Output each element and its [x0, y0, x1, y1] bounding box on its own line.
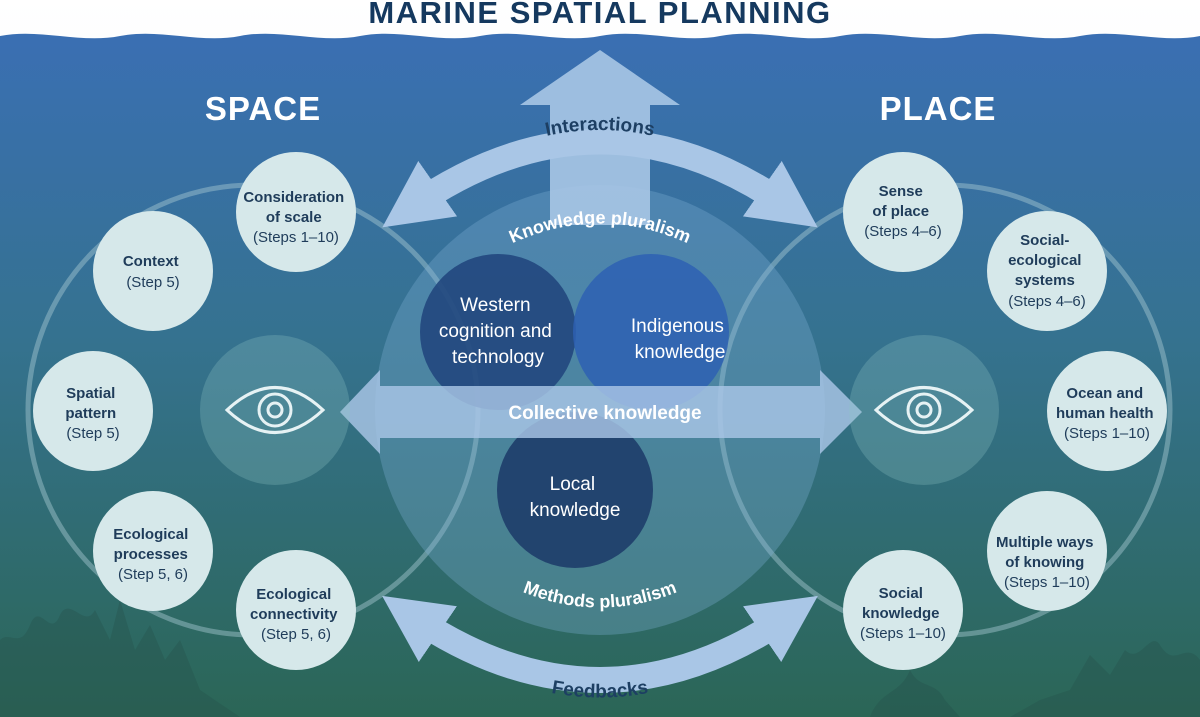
node-spatial-pattern: Spatial pattern (Step 5) [33, 351, 153, 471]
node-multiple-ways-of-knowing: Multiple ways of knowing (Steps 1–10) [987, 491, 1107, 611]
svg-text:Spatial pattern (S: Spatial pattern (Step 5) [65, 385, 120, 442]
place-eye-circle [849, 335, 999, 485]
eye-icon [873, 386, 975, 434]
svg-text:Sense of place (St: Sense of place (Steps 4–6) [864, 183, 942, 240]
feedbacks-arrow [382, 595, 818, 693]
node-context: Context (Step 5) [93, 211, 213, 331]
space-eye-circle [200, 335, 350, 485]
place-heading: PLACE [880, 90, 997, 127]
venn-western-label: Western cognition and technology [439, 295, 557, 368]
collective-arrow [340, 370, 862, 454]
interactions-arrow [382, 128, 818, 228]
node-ecological-processes: Ecological processes (Step 5, 6) [93, 491, 213, 611]
space-heading: SPACE [205, 90, 321, 127]
node-social-knowledge: Social knowledge (Steps 1–10) [843, 550, 963, 670]
page-title: MARINE SPATIAL PLANNING [368, 0, 831, 30]
venn-local [497, 412, 653, 568]
svg-text:Ocean and human health: Ocean and human health (Steps 1–10) [1056, 385, 1158, 442]
venn-local-label: Local knowledge [530, 474, 621, 521]
eye-icon [224, 386, 326, 434]
svg-text:Multiple ways of knowing: Multiple ways of knowing (Steps 1–10) [996, 534, 1098, 591]
collective-knowledge-label: Collective knowledge [508, 403, 701, 424]
svg-text:Ecological processes: Ecological processes (Step 5, 6) [113, 526, 192, 583]
venn-western [420, 254, 576, 410]
node-consideration-of-scale: Consideration of scale (Steps 1–10) [236, 152, 356, 272]
node-ecological-connectivity: Ecological connectivity (Step 5, 6) [236, 550, 356, 670]
node-social-ecological-systems: Social- ecological systems (Steps 4–6) [987, 211, 1107, 331]
node-sense-of-place: Sense of place (Steps 4–6) [843, 152, 963, 272]
svg-text:Consideration of scale: Consideration of scale (Steps 1–10) [243, 189, 348, 246]
venn-indigenous [573, 254, 729, 410]
svg-text:Context (Step 5): Context (Step 5) [123, 253, 183, 291]
svg-text:Ecological connectivity: Ecological connectivity (Step 5, 6) [250, 586, 342, 643]
svg-text:Social- ecological: Social- ecological systems (Steps 4–6) [1008, 232, 1086, 310]
seabed-silhouette [0, 600, 1200, 717]
node-ocean-and-human-health: Ocean and human health (Steps 1–10) [1047, 351, 1167, 471]
svg-text:Social knowledge (: Social knowledge (Steps 1–10) [860, 585, 946, 642]
venn-indigenous-label: Indigenous knowledge [631, 316, 729, 363]
